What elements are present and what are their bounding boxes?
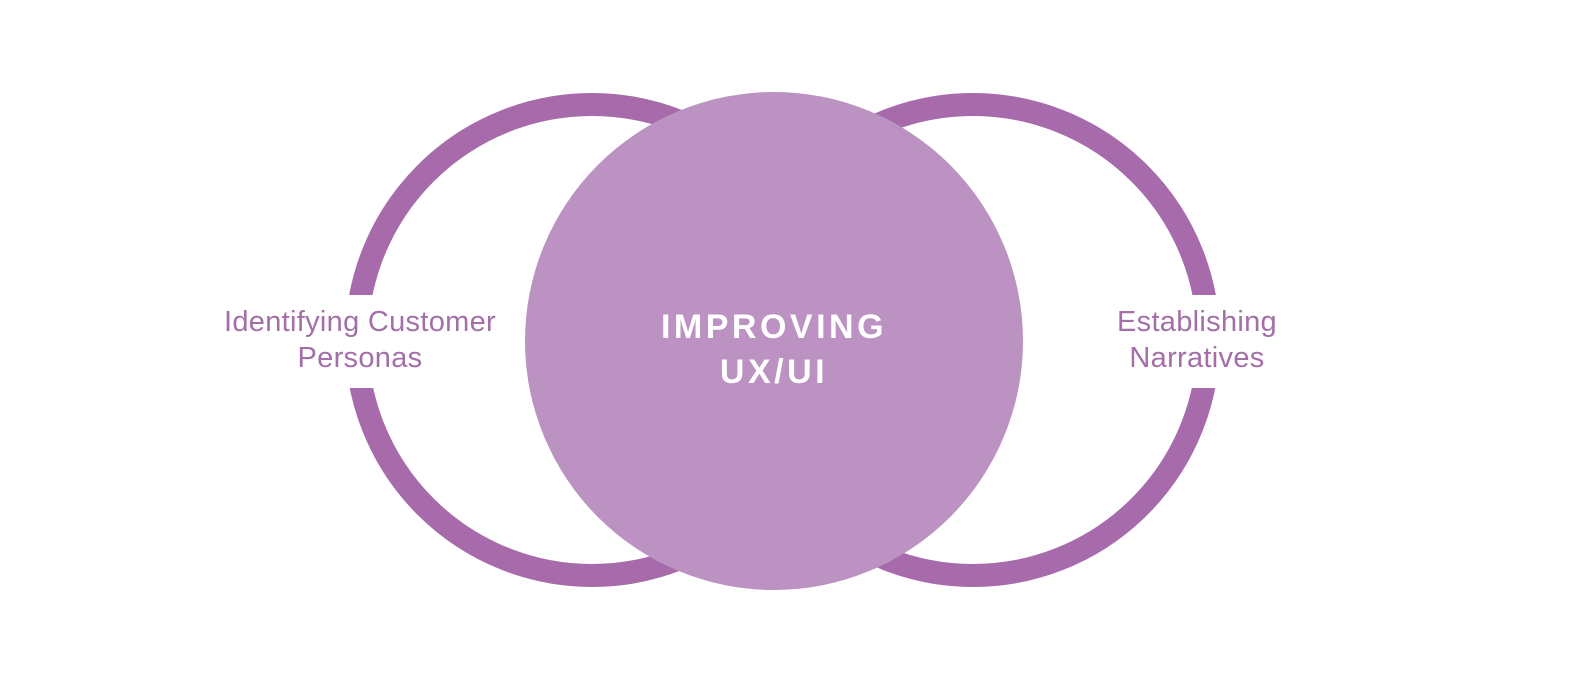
left-label-line2: Personas — [297, 342, 423, 374]
right-label-gap-band — [1080, 295, 1310, 388]
left-label-gap-band — [185, 295, 515, 388]
center-label-line2: UX/UI — [719, 353, 829, 391]
center-label-line1: IMPROVING — [660, 308, 888, 346]
left-label-line1: Identifying Customer — [224, 306, 496, 338]
right-circle-label: Establishing Narratives — [997, 304, 1397, 376]
right-label-line1: Establishing — [1117, 306, 1277, 338]
left-circle-label: Identifying Customer Personas — [160, 304, 560, 376]
center-circle-label: IMPROVING UX/UI — [574, 305, 974, 395]
center-circle-fill — [525, 92, 1023, 590]
right-label-line2: Narratives — [1129, 342, 1265, 374]
